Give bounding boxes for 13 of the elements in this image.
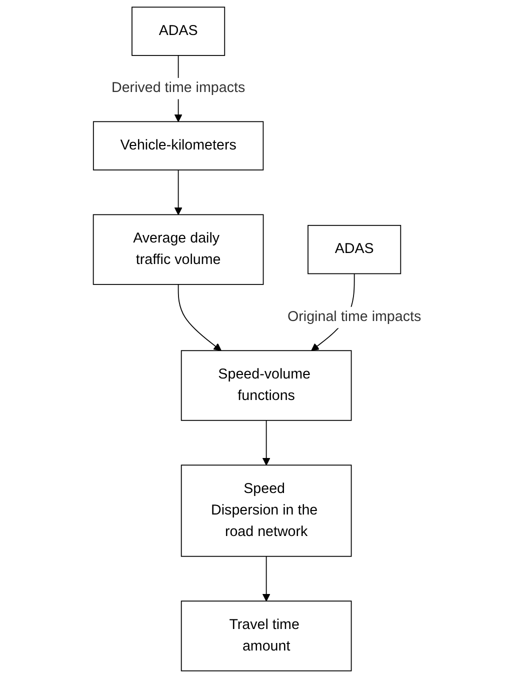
edge-label: Derived time impacts xyxy=(111,80,245,96)
arrow xyxy=(262,556,270,602)
node-box: ADAS xyxy=(307,224,401,274)
edge-label: Original time impacts xyxy=(287,309,421,325)
node-box: Average daily traffic volume xyxy=(92,214,264,285)
node-box: Speed-volume functions xyxy=(180,350,352,421)
node-box: Travel time amount xyxy=(180,600,352,672)
node-box: Vehicle-kilometers xyxy=(92,121,264,170)
arrow xyxy=(178,284,222,351)
arrow xyxy=(174,170,182,216)
node-box: Speed Dispersion in the road network xyxy=(180,464,352,557)
node-box: ADAS xyxy=(131,6,225,56)
arrow xyxy=(262,420,270,466)
